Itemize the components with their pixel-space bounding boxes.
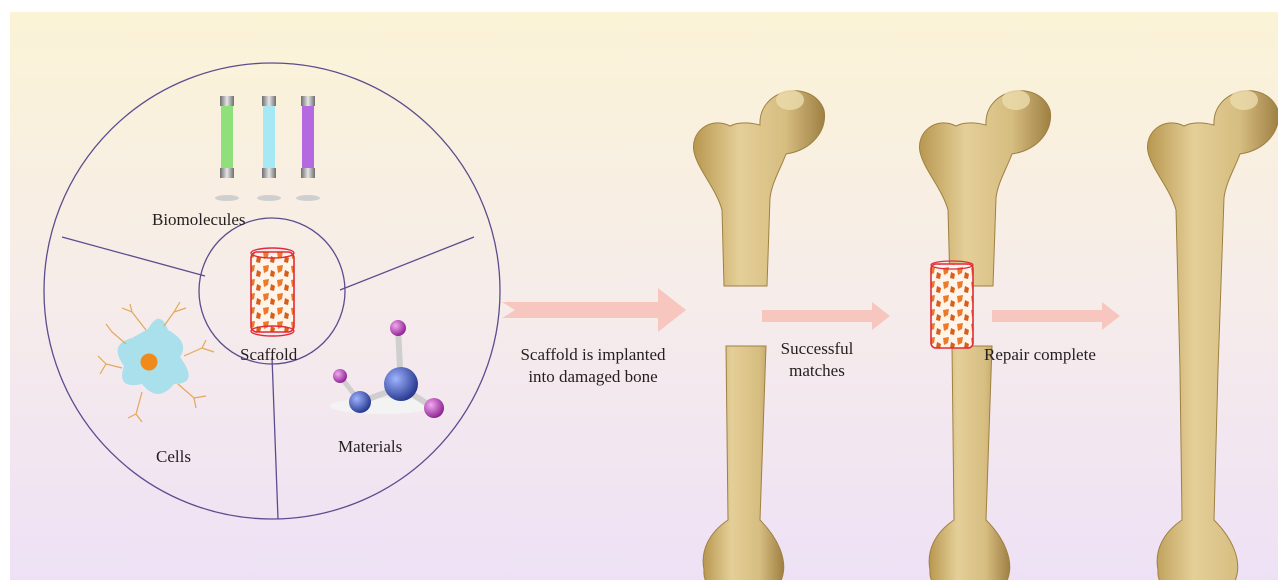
diagram-canvas: Biomolecules Scaffold Cells Materials Sc… [10,12,1278,580]
background [10,12,1278,580]
step-repair-line-1: Repair complete [984,344,1096,366]
materials-label: Materials [338,436,402,458]
implanted-scaffold-icon [931,261,973,348]
step-match-line-2: matches [762,360,872,382]
scaffold-icon [251,248,294,336]
step-repair-label: Repair complete [984,344,1096,366]
cells-label: Cells [156,446,191,468]
step-match-label: Successful matches [762,338,872,382]
step-implant-line-1: Scaffold is implanted [498,344,688,366]
step-implant-line-2: into damaged bone [498,366,688,388]
diagram-graphics [10,12,1278,580]
biomolecules-label: Biomolecules [152,209,245,231]
step-implant-label: Scaffold is implanted into damaged bone [498,344,688,388]
step-match-line-1: Successful [762,338,872,360]
scaffold-label: Scaffold [240,344,297,366]
